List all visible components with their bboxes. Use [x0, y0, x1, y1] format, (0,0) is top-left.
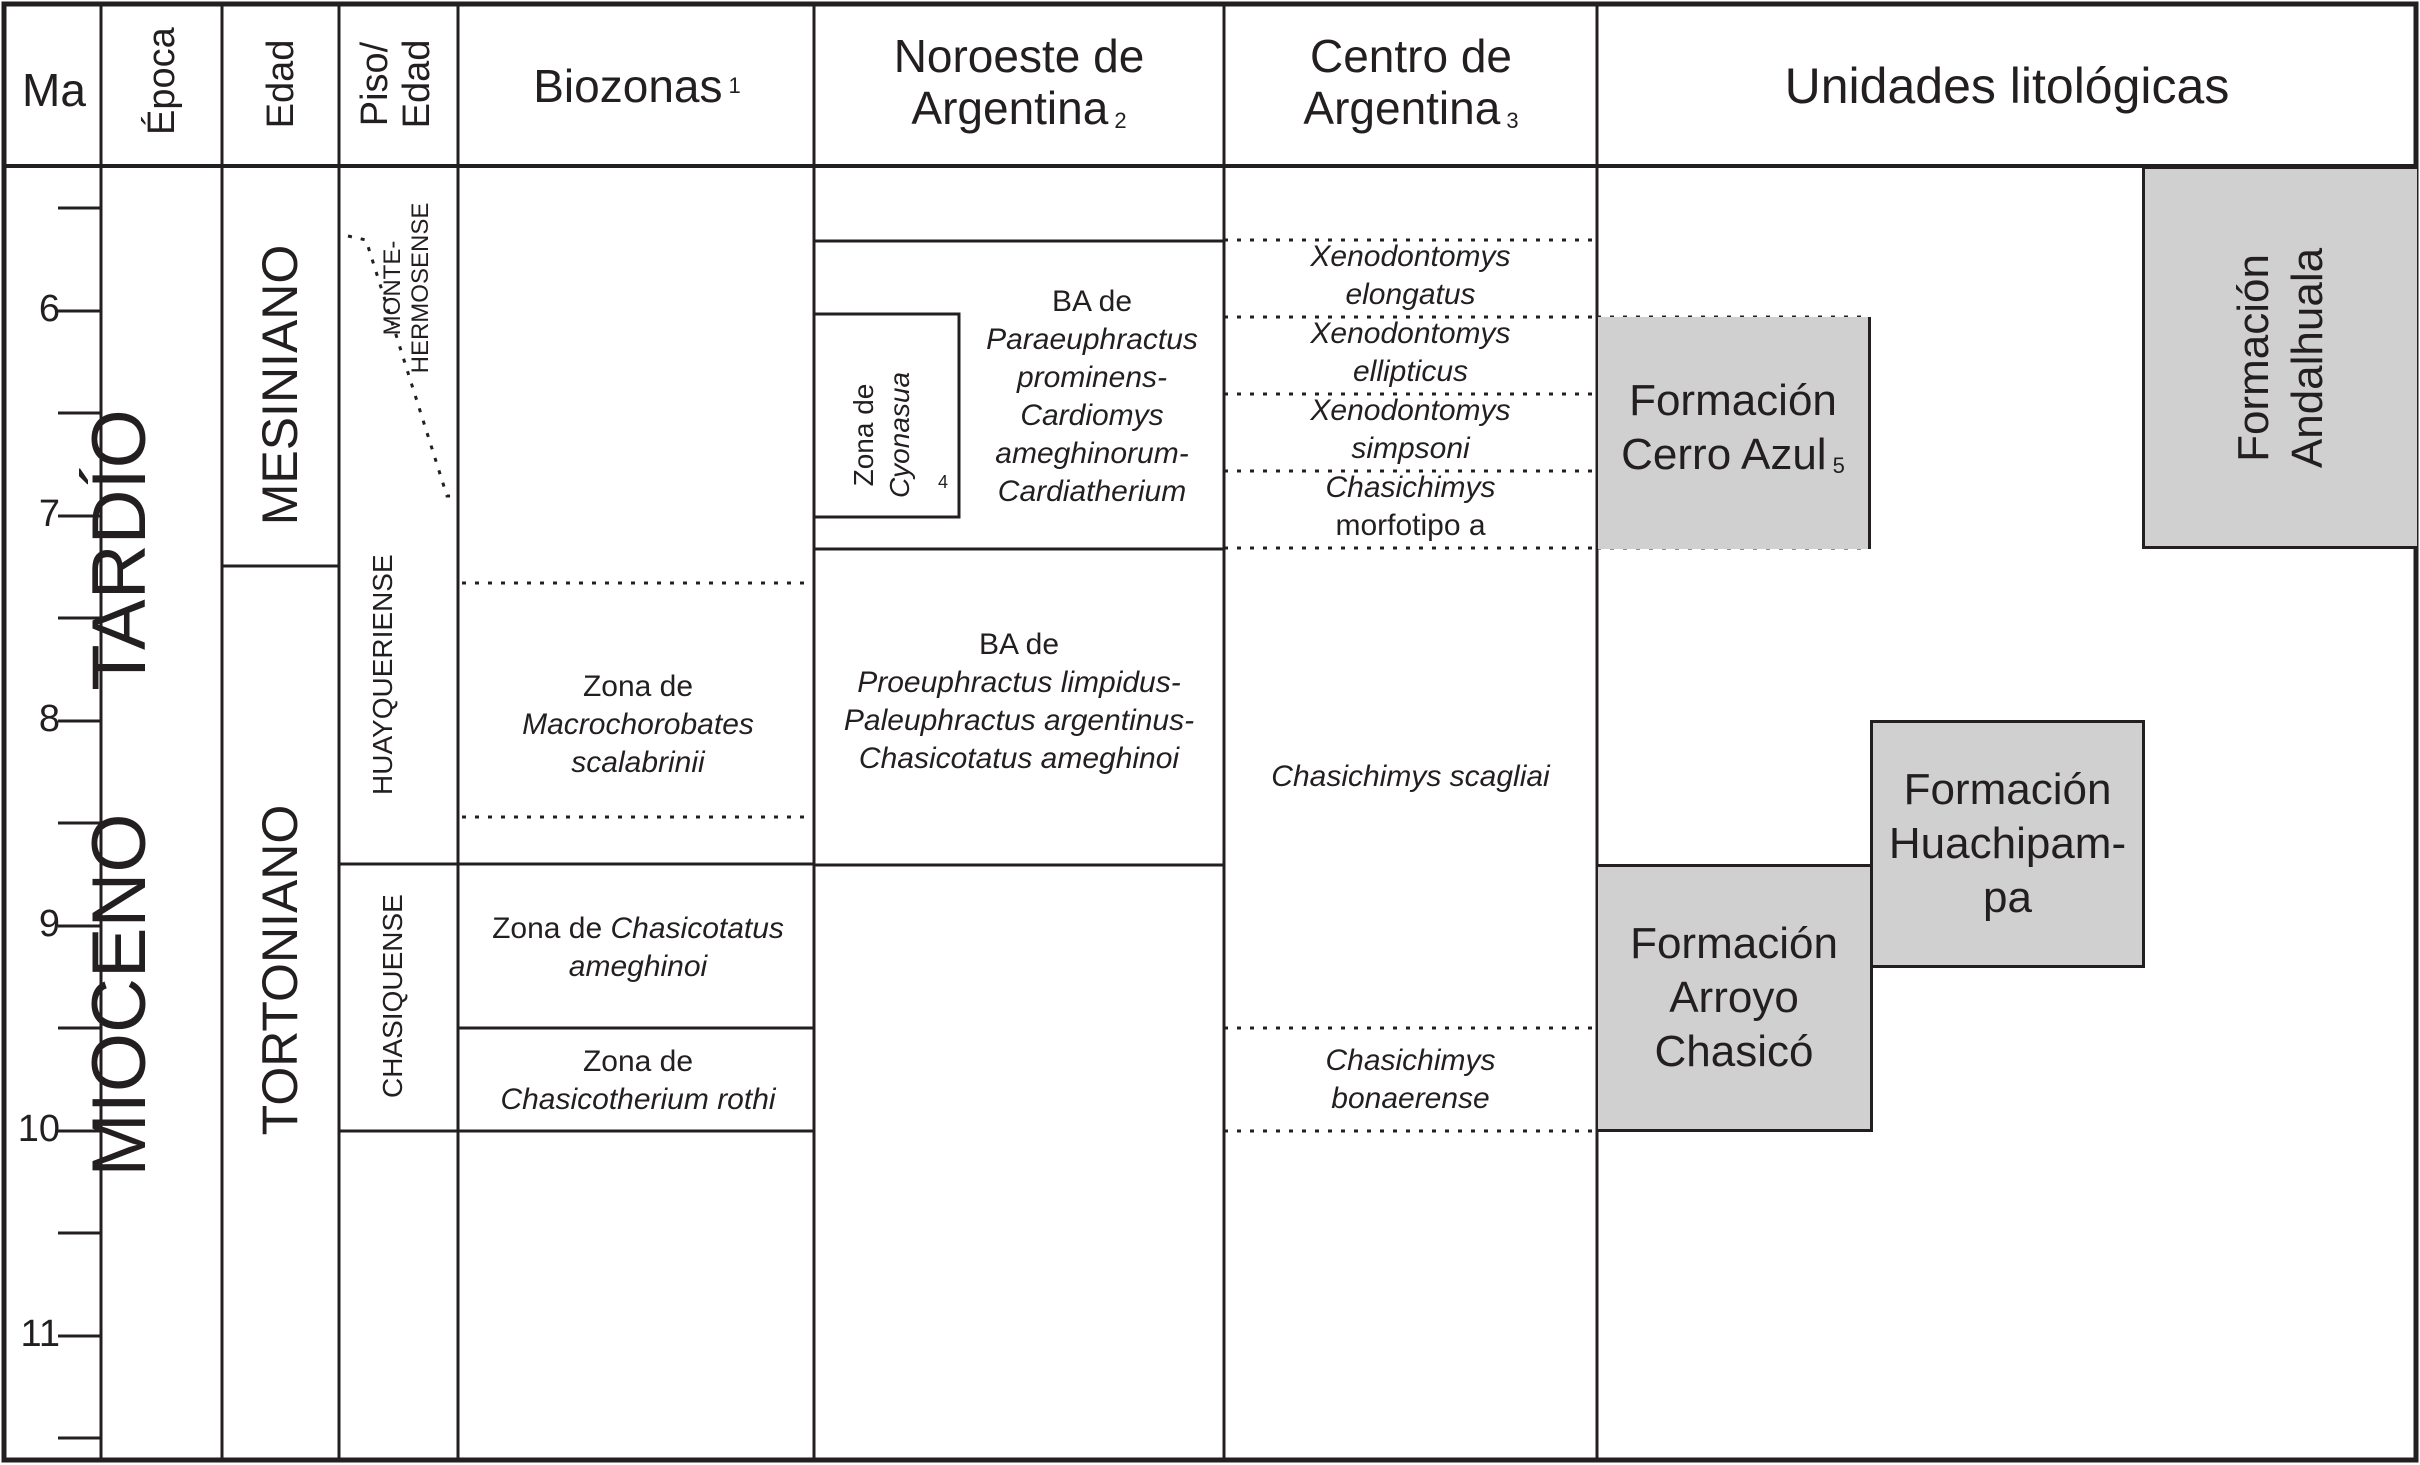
ma-tick-6: 6 — [38, 288, 60, 330]
biozona-chasicotherium-line1: Zona de — [582, 1045, 694, 1078]
header-noroeste-note: 2 — [1114, 107, 1127, 133]
centro-elongatus-line2: elongatus — [1345, 278, 1476, 311]
noroeste-ba2: BA de Proeuphractus limpidus- Paleuphrac… — [814, 626, 1224, 778]
huachipampa-line3: pa — [1983, 873, 2032, 922]
andalhuala-line2: Andalhuala — [2282, 247, 2332, 468]
ma-tick-7: 7 — [38, 493, 60, 535]
biozona-chasicotherium: Zona de Chasicotherium rothi — [462, 1043, 814, 1119]
header-centro-line2: Argentina — [1303, 81, 1501, 134]
arroyo-line3: Chasicó — [1654, 1027, 1814, 1076]
centro-simpsoni: Xenodontomys simpsoni — [1224, 392, 1597, 468]
stage-montehermosense-line1: MONTE- — [379, 240, 406, 336]
noroeste-ba1-line4: Cardiomys — [1020, 399, 1164, 432]
biozona-chasicotatus-prefix: Zona de — [492, 912, 603, 945]
noroeste-ba1-line2: Paraeuphractus — [986, 323, 1198, 356]
cerro-azul-line1: Formación — [1629, 375, 1837, 425]
epoch-tardio: TARDÍO — [77, 409, 162, 691]
header-unidades: Unidades litológicas — [1784, 58, 2230, 114]
centro-ellipticus-line1: Xenodontomys — [1310, 317, 1511, 350]
biozona-chasicotatus-species: ameghinoi — [568, 950, 708, 983]
centro-elongatus: Xenodontomys elongatus — [1224, 238, 1597, 314]
biozona-chasicotatus: Zona de Chasicotatus ameghinoi — [462, 910, 814, 986]
header-piso-line2: Edad — [396, 39, 438, 129]
ma-tick-8: 8 — [38, 698, 60, 740]
centro-bonaerense-line2: bonaerense — [1331, 1082, 1490, 1115]
noroeste-ba2-line3: Paleuphractus argentinus- — [843, 704, 1195, 737]
stage-chasiquense: CHASIQUENSE — [377, 894, 408, 1098]
noroeste-ba1-line3: prominens- — [1016, 361, 1168, 394]
zona-cyonasua-line1: Zona de — [848, 383, 879, 487]
header-piso-line1: Piso/ — [354, 41, 396, 127]
header-biozonas-note: 1 — [728, 73, 741, 98]
biozona-macro-line2: Macrochorobates — [522, 708, 754, 741]
age-tortoniano: TORTONIANO — [252, 804, 308, 1136]
header-piso-edad: Piso/Edad — [354, 24, 442, 144]
age-mesiniano: MESINIANO — [252, 244, 308, 526]
centro-morfotipo: Chasichimys morfotipo a — [1224, 469, 1597, 545]
centro-morfotipo-line2: morfotipo a — [1335, 509, 1486, 542]
huachipampa-line2: Huachipam- — [1888, 819, 2127, 868]
noroeste-ba1-line1: BA de — [1051, 285, 1133, 318]
cerro-azul-note: 5 — [1832, 452, 1845, 478]
stage-huayqueriense: HUAYQUERIENSE — [367, 554, 398, 795]
centro-morfotipo-line1: Chasichimys — [1325, 471, 1496, 504]
header-ma: Ma — [8, 60, 100, 120]
header-biozonas-label: Biozonas — [533, 60, 723, 112]
centro-elongatus-line1: Xenodontomys — [1310, 240, 1511, 273]
andalhuala-line1: Formación — [2228, 253, 2278, 462]
noroeste-ba1-line5: ameghinorum- — [995, 437, 1189, 470]
header-noroeste-line2: Argentina — [911, 81, 1109, 134]
header-ma-label: Ma — [22, 64, 86, 116]
biozona-chasicotatus-genus: Chasicotatus — [610, 912, 784, 945]
header-centro-note: 3 — [1506, 107, 1519, 133]
cyonasua-zone-box — [812, 312, 961, 519]
noroeste-ba1-line6: Cardiatherium — [997, 475, 1187, 508]
centro-bonaerense: Chasichimys bonaerense — [1224, 1042, 1597, 1118]
noroeste-ba2-line1: BA de — [978, 628, 1060, 661]
stage-montehermosense-line2: HERMOSENSE — [407, 202, 434, 374]
header-noroeste-line1: Noroeste de — [893, 29, 1145, 82]
ma-tick-10: 10 — [17, 1108, 60, 1150]
noroeste-ba1: BA de Paraeuphractus prominens- Cardiomy… — [960, 283, 1224, 511]
centro-scagliai: Chasichimys scagliai — [1271, 760, 1550, 793]
biozona-macrochorobates: Zona de Macrochorobates scalabrinii — [462, 668, 814, 782]
ma-tick-11: 11 — [20, 1313, 60, 1355]
biozona-chasicotherium-line2: Chasicotherium rothi — [500, 1083, 776, 1116]
huachipampa-line1: Formación — [1903, 765, 2112, 814]
noroeste-ba2-line2: Proeuphractus limpidus- — [857, 666, 1181, 699]
noroeste-ba2-line4: Chasicotatus ameghinoi — [858, 742, 1180, 775]
ma-ticks — [58, 206, 101, 1440]
arroyo-line2: Arroyo — [1669, 973, 1799, 1022]
centro-ellipticus: Xenodontomys ellipticus — [1224, 315, 1597, 391]
zona-cyonasua-note: 4 — [938, 472, 949, 492]
zona-cyonasua-line2: Cyonasua — [884, 371, 915, 499]
header-centro-line1: Centro de — [1309, 29, 1512, 82]
biozona-macro-line3: scalabrinii — [571, 746, 705, 779]
header-epoca: Época — [141, 27, 183, 135]
epoch-mioceno: MIOCENO — [77, 813, 162, 1177]
header-edad: Edad — [260, 39, 302, 129]
centro-simpsoni-line1: Xenodontomys — [1310, 394, 1511, 427]
centro-ellipticus-line2: ellipticus — [1352, 355, 1469, 388]
cerro-azul-line2: Cerro Azul — [1621, 429, 1827, 479]
stage-montehermosense: MONTE-HERMOSENSE — [379, 188, 455, 388]
arroyo-line1: Formación — [1630, 919, 1838, 968]
biozona-macro-line1: Zona de — [582, 670, 694, 703]
centro-simpsoni-line2: simpsoni — [1351, 432, 1470, 465]
centro-bonaerense-line1: Chasichimys — [1325, 1044, 1496, 1077]
ma-tick-9: 9 — [38, 903, 60, 945]
